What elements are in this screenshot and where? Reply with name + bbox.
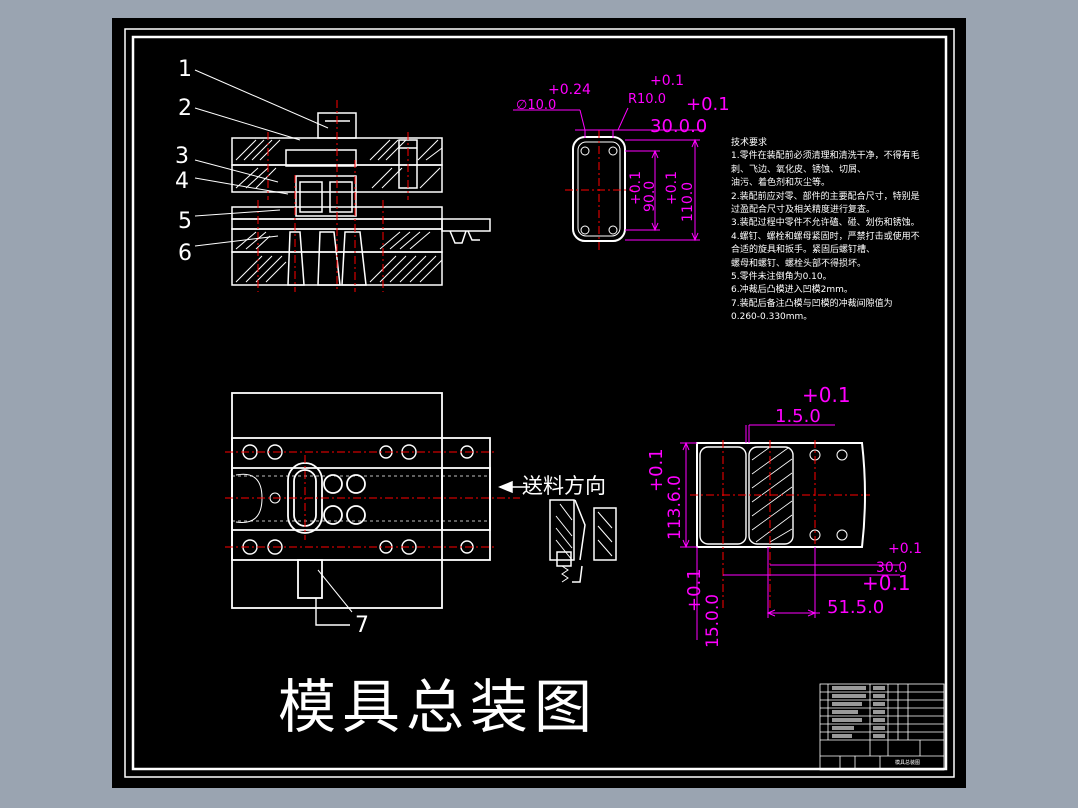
part-number-3: 3 bbox=[175, 144, 189, 169]
dim-height-90: 90.0 bbox=[642, 181, 658, 212]
part-number-4: 4 bbox=[175, 169, 189, 194]
section-centerlines bbox=[257, 100, 409, 292]
title-block bbox=[819, 683, 945, 771]
strip-dim-15-tolerance: +0.1 bbox=[684, 568, 705, 612]
dim-radius-tolerance: +0.1 bbox=[650, 73, 684, 89]
strip-tolerance-top: +0.1 bbox=[802, 383, 851, 407]
strip-dim-30-tolerance: +0.1 bbox=[888, 541, 922, 557]
punch-dimensions: +0.24 ∅10.0 +0.1 R10.0 +0.1 30.0.0 +0.1 … bbox=[516, 73, 730, 222]
requirement-line: 5.零件未注倒角为0.10。 bbox=[731, 272, 832, 283]
requirement-line: 3.装配过程中零件不允许磕、碰、划伤和锈蚀。 bbox=[731, 218, 920, 229]
punch-detail bbox=[513, 107, 705, 250]
part-number-6: 6 bbox=[178, 241, 192, 266]
part-numbers: 1 2 3 4 5 6 7 bbox=[175, 57, 369, 638]
requirement-line: 4.螺钉、螺栓和螺母紧固时，严禁打击或使用不 bbox=[731, 231, 920, 242]
plan-hatch bbox=[232, 475, 490, 522]
strip-dim-1-5: 1.5.0 bbox=[775, 406, 821, 427]
feed-arrow bbox=[498, 480, 530, 494]
strip-dim-51-5: 51.5.0 bbox=[827, 597, 884, 618]
part-number-2: 2 bbox=[178, 96, 192, 121]
requirement-line: 过盈配合尺寸及相关精度进行复查。 bbox=[731, 205, 876, 216]
dim-radius: R10.0 bbox=[628, 92, 666, 107]
part-number-5: 5 bbox=[178, 209, 192, 234]
technical-requirements: 技术要求 1.零件在装配前必须清理和清洗干净，不得有毛 刺、飞边、氧化皮、锈蚀、… bbox=[731, 137, 931, 325]
plan-centerlines bbox=[225, 451, 520, 548]
inner-frame bbox=[131, 35, 948, 771]
part-number-7: 7 bbox=[355, 613, 369, 638]
part-number-1: 1 bbox=[178, 57, 192, 82]
feed-detail bbox=[549, 499, 617, 583]
strip-dim-51-5-tolerance: +0.1 bbox=[862, 571, 911, 595]
requirement-line: 6.冲裁后凸模进入凹模2mm。 bbox=[731, 285, 853, 296]
strip-dim-30: 30.0 bbox=[876, 560, 907, 576]
requirement-line: 7.装配后备注凸模与凹模的冲裁间隙值为 bbox=[731, 298, 893, 309]
requirements-heading: 技术要求 bbox=[731, 138, 768, 148]
dim-height-110-tolerance: +0.1 bbox=[664, 171, 680, 205]
requirement-line: 1.零件在装配前必须清理和清洗干净，不得有毛 bbox=[731, 151, 920, 162]
dim-height-90-tolerance: +0.1 bbox=[628, 171, 644, 205]
strip-layout: +0.1 1.5.0 +0.1 113.6.0 +0.1 30.0 +0.1 5… bbox=[646, 383, 922, 648]
title-block-drawing-name: 模具总装图 bbox=[895, 760, 921, 766]
dim-width-30: 30.0.0 bbox=[650, 116, 707, 137]
dim-width-tolerance: +0.1 bbox=[686, 94, 730, 115]
dim-hole-diameter: ∅10.0 bbox=[516, 98, 556, 113]
title-block-fill bbox=[832, 686, 885, 738]
strip-dim-113-tolerance: +0.1 bbox=[646, 448, 667, 492]
requirement-line: 油污、着色剂和灰尘等。 bbox=[731, 178, 831, 189]
part-leaders bbox=[194, 69, 329, 247]
dim-height-110: 110.0 bbox=[680, 182, 696, 222]
strip-dim-113: 113.6.0 bbox=[665, 475, 685, 540]
dim-hole-tolerance: +0.24 bbox=[548, 82, 591, 98]
requirement-line: 0.260-0.330mm。 bbox=[731, 312, 813, 323]
drawing-title: 模具总装图 bbox=[278, 673, 599, 741]
outer-frame bbox=[124, 28, 955, 778]
drawing-sheet bbox=[112, 18, 966, 788]
feed-direction-label: 送料方向 bbox=[522, 474, 606, 498]
requirement-line: 2.装配前应对零、部件的主要配合尺寸，特别是 bbox=[731, 191, 920, 202]
strip-dim-15: 15.0.0 bbox=[703, 594, 723, 648]
requirement-line: 刺、飞边、氧化皮、锈蚀、切屑、 bbox=[731, 164, 867, 175]
requirement-line: 螺母和螺钉、螺栓头部不得损坏。 bbox=[731, 258, 867, 269]
requirement-line: 合适的旋具和扳手。紧固后螺钉槽、 bbox=[731, 245, 876, 256]
